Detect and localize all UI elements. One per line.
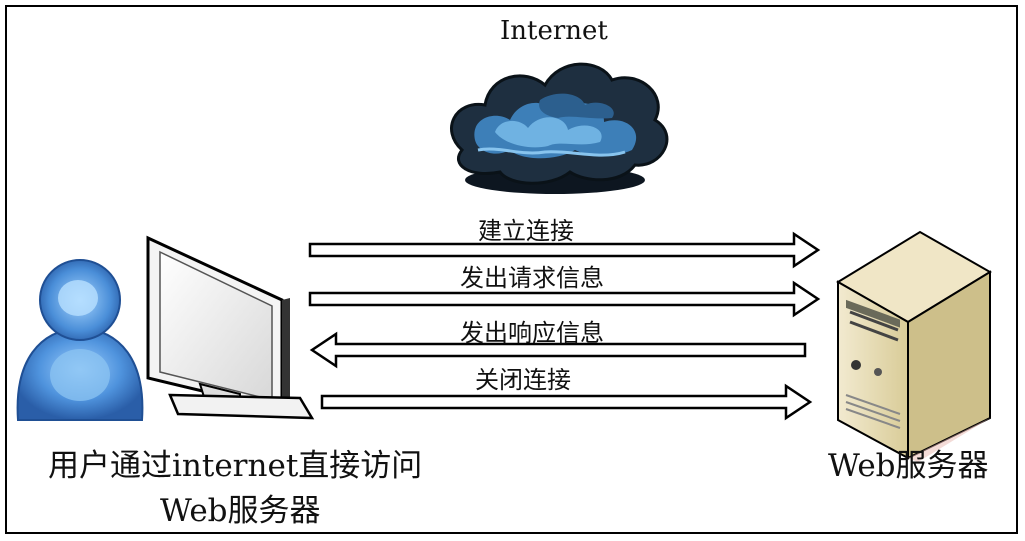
monitor-icon: [146, 235, 315, 420]
arrow-label-request: 发出请求信息: [460, 264, 604, 292]
arrow-label-establish: 建立连接: [478, 217, 574, 245]
arrow-send-request: [308, 280, 821, 318]
arrow-send-response: [309, 331, 807, 369]
user-caption-line2: Web服务器: [160, 493, 321, 529]
arrow-close-connection: [320, 383, 813, 421]
user-icon: [16, 259, 144, 421]
server-icon: [836, 230, 1000, 462]
arrow-label-response: 发出响应信息: [460, 319, 604, 347]
server-caption: Web服务器: [828, 448, 989, 484]
arrow-label-close: 关闭连接: [475, 366, 571, 394]
cloud-icon: [450, 62, 669, 194]
user-caption-line1: 用户通过internet直接访问: [48, 448, 423, 484]
internet-label: Internet: [500, 16, 608, 46]
arrow-establish-connection: [308, 231, 821, 269]
